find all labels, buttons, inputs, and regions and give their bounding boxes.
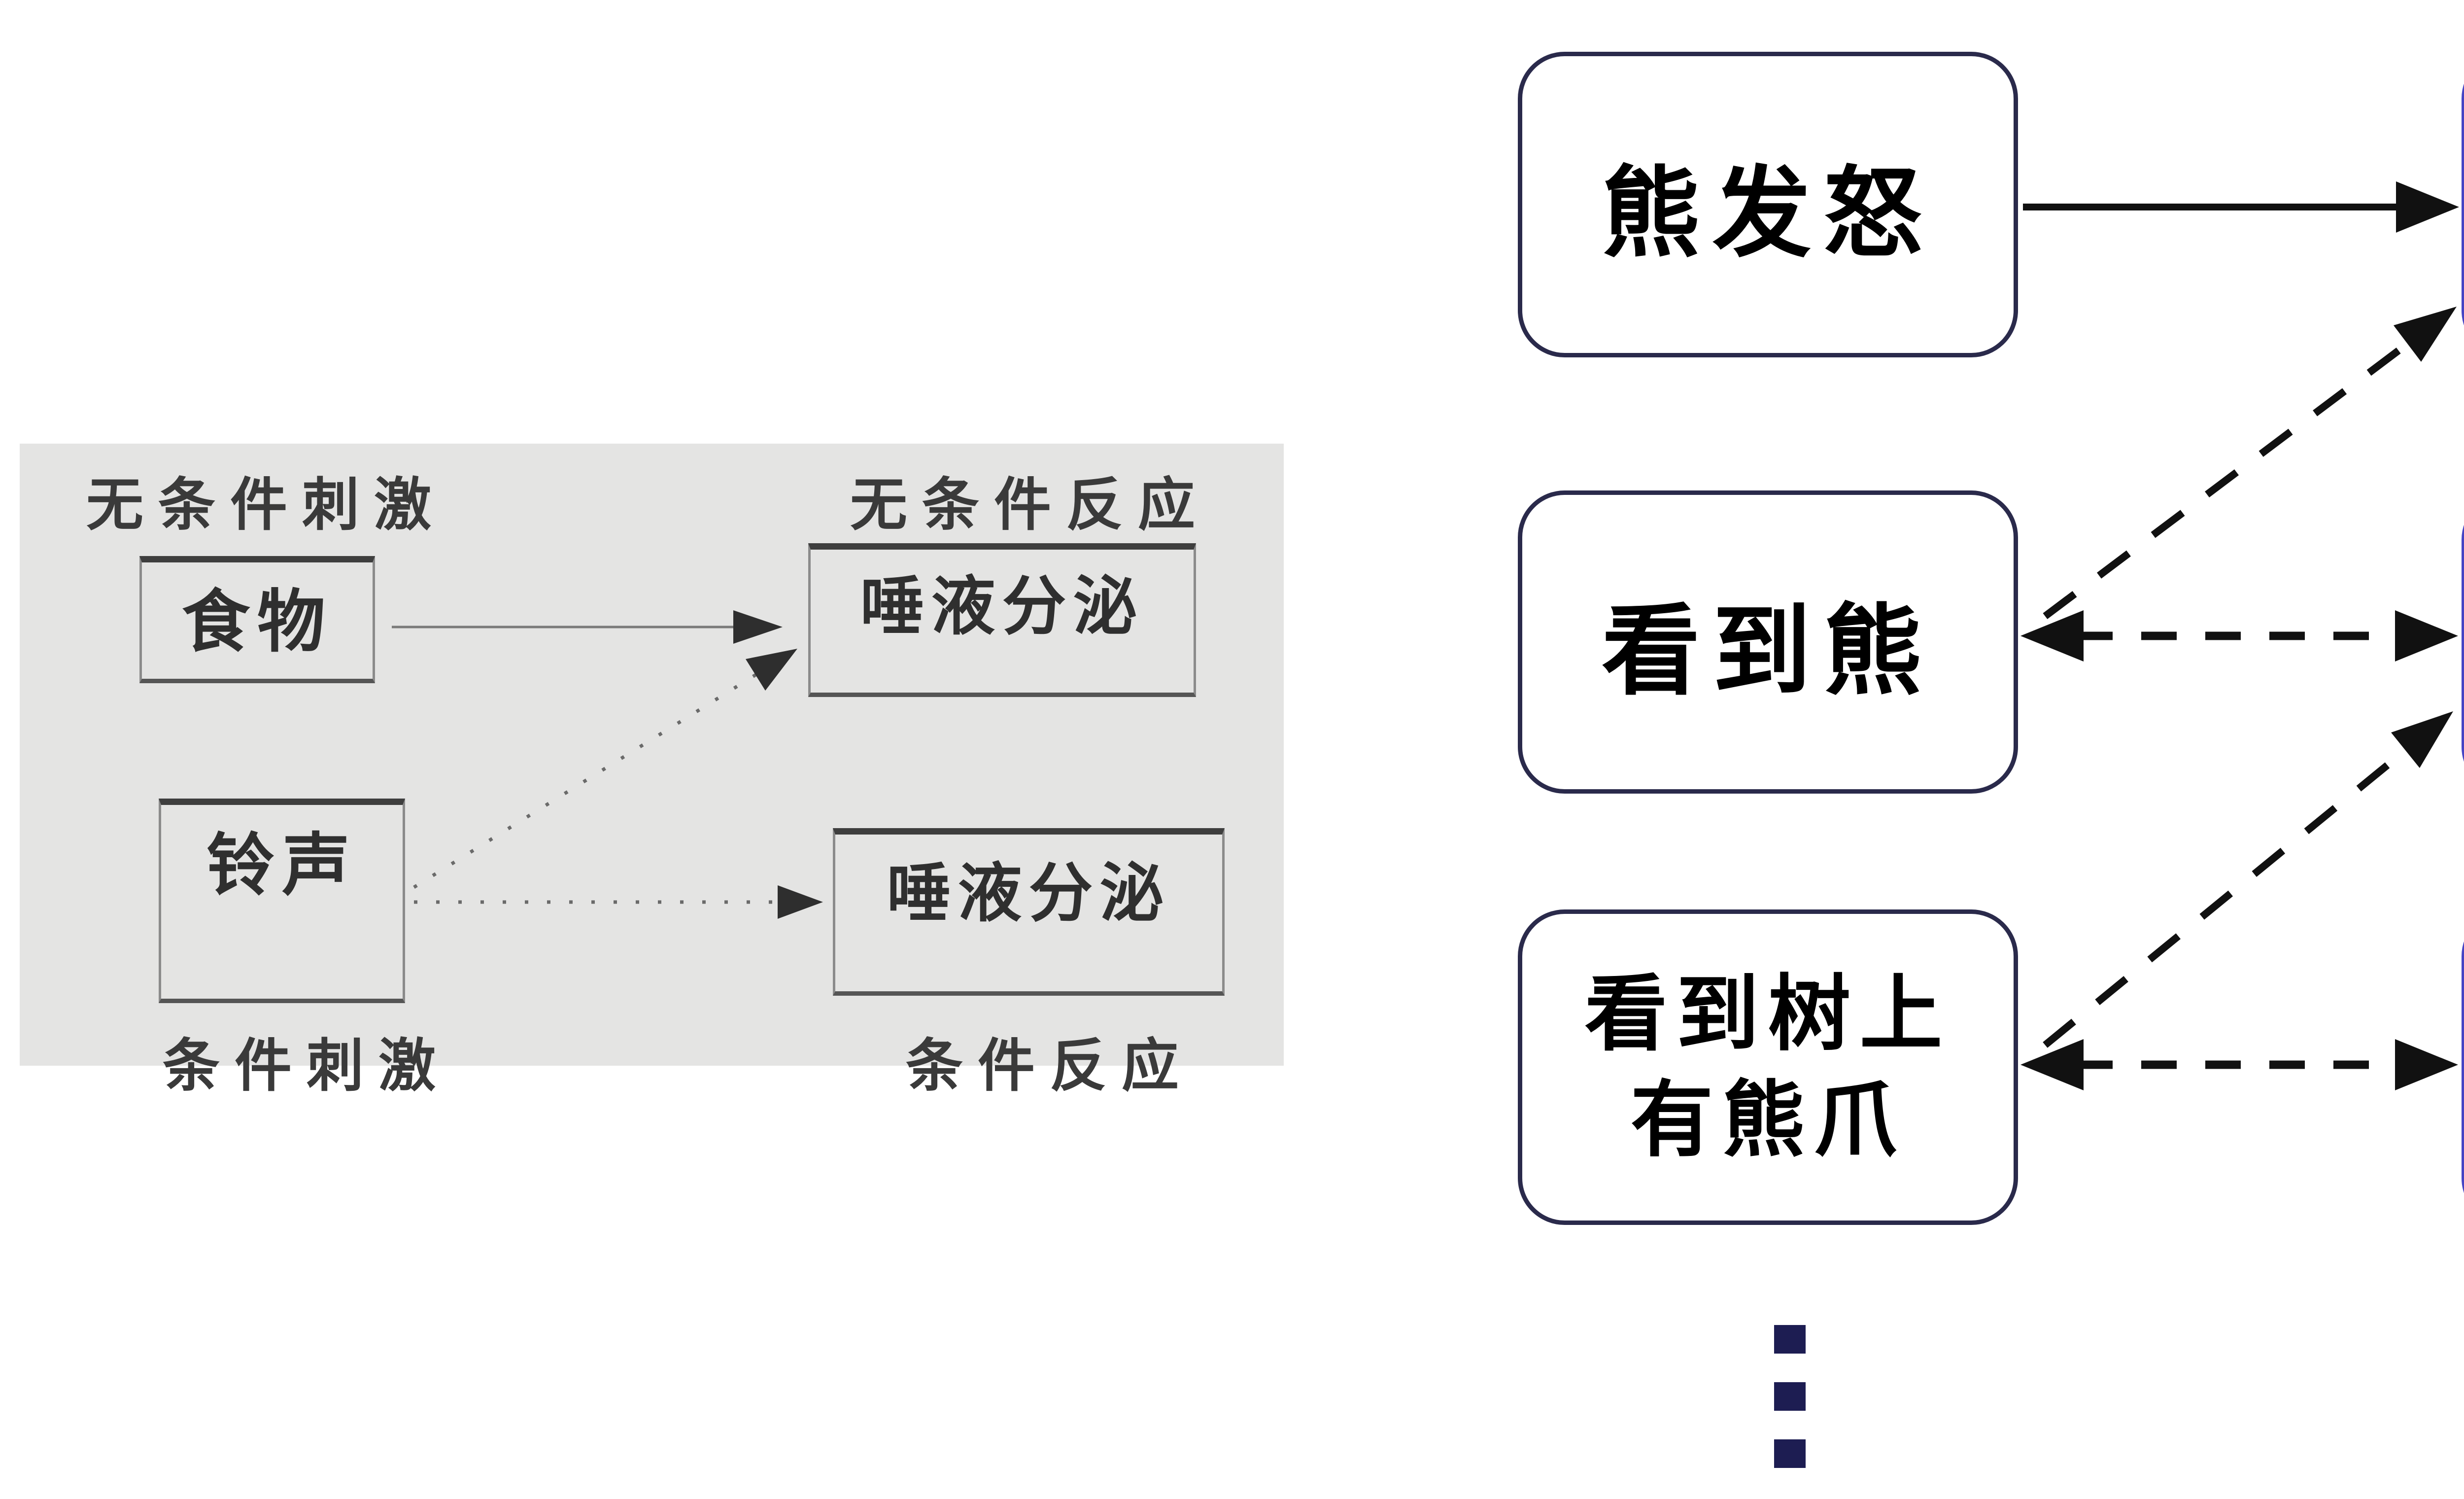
- node-food: 食物: [139, 556, 375, 683]
- seeclaw-vs-left-arrowhead-icon: [2020, 1039, 2084, 1090]
- cs-cr-arrowhead-icon: [778, 885, 823, 919]
- node-see-claw: 看到树上 有熊爪: [1518, 909, 2018, 1225]
- node-bell-label: 铃声: [206, 828, 357, 904]
- label-unconditioned-stimulus: 无条件刺激: [86, 473, 446, 537]
- node-salivation-bottom-label: 唾液分泌: [887, 857, 1171, 929]
- node-bear-angry: 熊发怒: [1518, 52, 2018, 357]
- node-see-bear: 看到熊: [1518, 490, 2018, 794]
- node-food-label: 食物: [181, 584, 333, 660]
- cs-ucs-dotted-line: [413, 673, 757, 889]
- node-salivation-top-label: 唾液分泌: [860, 570, 1144, 642]
- label-unconditioned-response: 无条件反应: [850, 473, 1210, 537]
- seebear-vsp-left-arrowhead-icon: [2020, 610, 2084, 662]
- seebear-reward-dashed-line: [2043, 339, 2412, 619]
- node-reward: 奖励: [2462, 52, 2464, 357]
- node-bell: 铃声: [159, 799, 405, 1003]
- node-see-claw-label: 看到树上 有熊爪: [1585, 961, 1951, 1173]
- seeclaw-vsp-dashed-line: [2043, 746, 2409, 1048]
- seebear-vsp-right-arrowhead-icon: [2395, 610, 2458, 662]
- node-value-next-state: V(s′): [2462, 493, 2464, 794]
- continuation-dots-left: [1774, 1325, 1806, 1468]
- node-see-claw-line1: 看到树上: [1584, 967, 1951, 1060]
- node-see-claw-line2: 有熊爪: [1630, 1074, 1906, 1166]
- node-see-bear-label: 看到熊: [1601, 596, 1934, 706]
- label-conditioned-response: 条件反应: [906, 1034, 1194, 1098]
- ucs-ucr-arrowhead-icon: [733, 610, 783, 644]
- node-salivation-bottom: 唾液分泌: [833, 828, 1225, 996]
- node-salivation-top: 唾液分泌: [808, 543, 1196, 697]
- seebear-reward-arrowhead-icon: [2394, 307, 2457, 362]
- ellipsis-dot: [1774, 1325, 1806, 1354]
- seeclaw-vs-right-arrowhead-icon: [2395, 1039, 2458, 1090]
- ellipsis-dot: [1774, 1439, 1806, 1468]
- node-bear-angry-label: 熊发怒: [1601, 159, 1934, 269]
- seeclaw-vsp-arrowhead-icon: [2391, 711, 2453, 768]
- ellipsis-dot: [1774, 1382, 1806, 1411]
- cs-ucs-arrowhead-icon: [746, 649, 797, 691]
- node-value-state: V(s): [2462, 909, 2464, 1225]
- label-conditioned-stimulus: 条件刺激: [163, 1034, 450, 1098]
- bear-reward-arrowhead-icon: [2396, 181, 2459, 233]
